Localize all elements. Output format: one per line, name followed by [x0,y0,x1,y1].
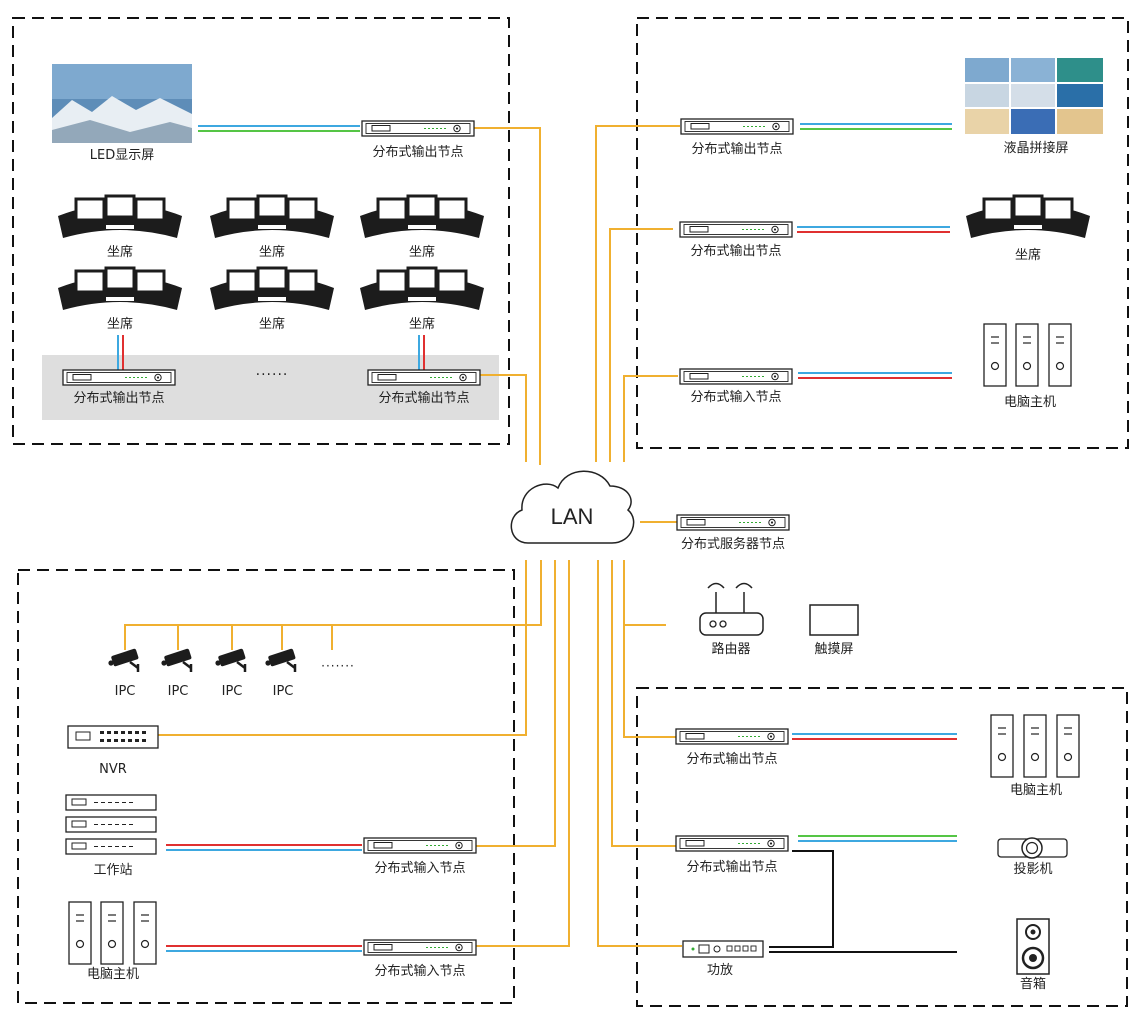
seat-console-tr [964,194,1092,240]
projector-icon [997,837,1068,859]
input-node-pc-tr [679,368,793,385]
zone-bottom-left [17,569,515,1004]
seat-label-6: 坐席 [408,317,436,332]
seat-tr-label: 坐席 [1014,248,1042,263]
pc-tower-bl-1 [68,901,92,965]
input-node-pc-tr-label: 分布式输入节点 [690,390,782,405]
output-node-seat-tr-label: 分布式输出节点 [690,244,782,259]
nvr-device [67,725,159,749]
speaker-icon [1016,918,1050,975]
amplifier-device [682,940,764,958]
seat-node-group-background [42,355,499,420]
output-node-projector-label: 分布式输出节点 [686,860,778,875]
led-display-label: LED显示屏 [89,148,155,163]
pc-tr-label: 电脑主机 [1003,395,1057,410]
seat-console-3 [358,194,486,240]
lan-cloud [510,470,635,544]
ipc-camera-1 [107,647,141,674]
output-node-pc-br [675,728,789,745]
router-icon [699,582,764,636]
lan-cables [124,125,682,947]
amplifier-label: 功放 [706,963,734,978]
speaker-label: 音箱 [1019,977,1047,992]
server-node [676,514,790,531]
output-node-led [361,120,475,137]
seat-node-ellipsis: ······ [255,367,289,383]
output-node-seat-left [62,369,176,386]
seat-label-1: 坐席 [106,245,134,260]
output-node-led-label: 分布式输出节点 [372,145,464,160]
touch-screen-label: 触摸屏 [814,642,854,657]
zone-top-right [636,17,1129,449]
output-node-lcd [680,118,794,135]
output-node-seat-left-label: 分布式输出节点 [73,391,165,406]
input-node-pc-bl [363,939,477,956]
output-node-seat-right [367,369,481,386]
router-label: 路由器 [711,642,751,657]
ipc-ellipsis: ······· [321,659,355,673]
ipc-label-2: IPC [167,684,189,699]
ipc-camera-4 [264,647,298,674]
led-display [52,64,192,143]
seat-console-4 [56,266,184,312]
output-node-seat-tr [679,221,793,238]
lcd-video-wall-label: 液晶拼接屏 [1003,141,1069,156]
nvr-label: NVR [99,762,127,777]
output-node-projector [675,835,789,852]
seat-label-4: 坐席 [106,317,134,332]
seat-console-1 [56,194,184,240]
pc-tower-tr-3 [1048,323,1072,387]
server-node-label: 分布式服务器节点 [680,537,786,552]
output-node-lcd-label: 分布式输出节点 [691,142,783,157]
touch-screen [809,604,859,636]
pc-tower-bl-3 [133,901,157,965]
seat-console-6 [358,266,486,312]
ipc-label-3: IPC [221,684,243,699]
zone-bottom-right [636,687,1128,1007]
output-node-pc-br-label: 分布式输出节点 [686,752,778,767]
pc-tower-bl-2 [100,901,124,965]
projector-label: 投影机 [1013,862,1053,877]
ipc-camera-2 [160,647,194,674]
output-node-seat-right-label: 分布式输出节点 [378,391,470,406]
seat-label-2: 坐席 [258,245,286,260]
pc-tower-br-2 [1023,714,1047,778]
seat-console-2 [208,194,336,240]
zone-top-left [12,17,510,445]
workstation-unit-2 [65,816,157,833]
input-node-pc-bl-label: 分布式输入节点 [374,964,466,979]
seat-label-3: 坐席 [408,245,436,260]
pc-bl-label: 电脑主机 [86,967,140,982]
lcd-video-wall [964,57,1104,135]
workstation-unit-3 [65,838,157,855]
seat-label-5: 坐席 [258,317,286,332]
pc-tower-tr-2 [1015,323,1039,387]
ipc-label-4: IPC [272,684,294,699]
seat-console-5 [208,266,336,312]
input-node-workstation-label: 分布式输入节点 [374,861,466,876]
lan-cloud-label: LAN [550,504,594,529]
signal-cables [117,123,957,953]
ipc-camera-3 [214,647,248,674]
pc-tower-br-3 [1056,714,1080,778]
pc-tower-tr-1 [983,323,1007,387]
workstation-unit-1 [65,794,157,811]
pc-tower-br-1 [990,714,1014,778]
ipc-label-1: IPC [114,684,136,699]
pc-br-label: 电脑主机 [1009,783,1063,798]
input-node-workstation [363,837,477,854]
workstation-label: 工作站 [93,863,133,878]
